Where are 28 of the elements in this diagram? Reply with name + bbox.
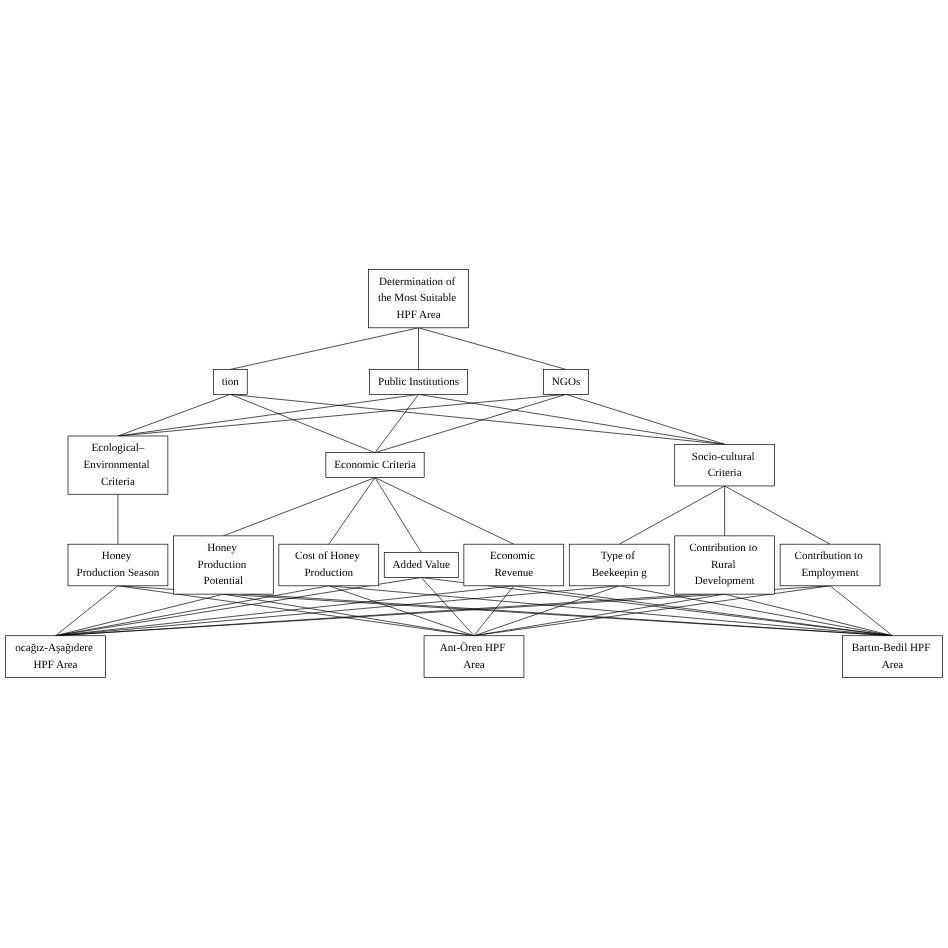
connector: [328, 586, 475, 637]
connector: [618, 486, 725, 546]
connector: [55, 586, 119, 637]
connector: [473, 586, 515, 637]
connector: [374, 477, 515, 546]
connector: [328, 586, 893, 637]
connector: [473, 586, 620, 637]
connector: [829, 586, 893, 637]
connector: [55, 594, 224, 637]
connector: [229, 328, 419, 371]
connector: [724, 594, 893, 637]
connector: [55, 586, 515, 637]
connector: [223, 477, 376, 537]
connector: [565, 394, 725, 446]
connector: [117, 394, 231, 437]
connector: [374, 394, 419, 454]
connector: [724, 486, 831, 546]
connector: [418, 328, 567, 371]
connector: [117, 494, 119, 546]
connector: [55, 586, 620, 637]
connector: [418, 328, 419, 371]
connector: [328, 477, 376, 546]
connector: [374, 394, 567, 454]
connector: [420, 577, 475, 637]
connector: [229, 394, 376, 454]
connector: [420, 577, 893, 637]
connector: [374, 477, 422, 554]
connector: [724, 486, 725, 537]
